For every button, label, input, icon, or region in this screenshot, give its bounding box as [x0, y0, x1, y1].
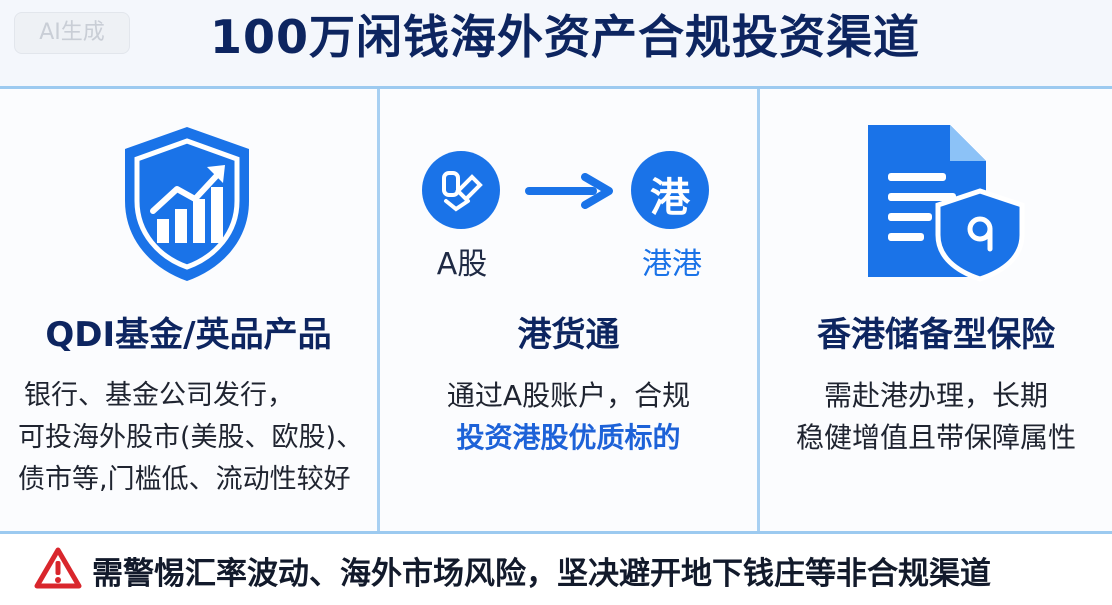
- channel-card-hk-insurance: 香港储备型保险 需赴港办理，长期 稳健增值且带保障属性: [760, 89, 1112, 531]
- description-line: 稳健增值且带保障属性: [795, 421, 1076, 454]
- warning-text: 需警惕汇率波动、海外市场风险，坚决避开地下钱庄等非合规渠道: [92, 556, 991, 592]
- description-line: 银行、基金公司发行，: [24, 380, 294, 411]
- description-line: 债市等,门槛低、流动性较好: [18, 464, 351, 495]
- card-title: QDI基金/英品产品: [45, 315, 332, 355]
- card-description: 通过A股账户，合规 投资港股优质标的: [380, 375, 757, 459]
- card-description: 银行、基金公司发行， 可投海外股市(美股、欧股)、 债市等,门槛低、流动性较好: [18, 375, 377, 501]
- description-line: 需赴港办理，长期: [823, 379, 1048, 412]
- channel-card-stock-connect: 港 A股 港港 港货通 通过A股账户，合规 投资港股优质标的: [380, 89, 757, 531]
- channel-cards: QDI基金/英品产品 银行、基金公司发行， 可投海外股市(美股、欧股)、 债市等…: [0, 86, 1112, 534]
- description-highlight: 投资港股优质标的: [456, 421, 681, 454]
- warning-triangle-icon: [34, 547, 82, 589]
- hong-kong-icon: 港: [631, 151, 709, 229]
- description-line: 通过A股账户，合规: [446, 379, 691, 412]
- channel-card-qdi: QDI基金/英品产品 银行、基金公司发行， 可投海外股市(美股、欧股)、 债市等…: [0, 89, 377, 531]
- description-line: 可投海外股市(美股、欧股)、: [18, 422, 364, 453]
- page-title: 100万闲钱海外资产合规投资渠道: [209, 10, 921, 64]
- card-title: 港货通: [517, 315, 620, 355]
- arrow-right-icon: [525, 173, 613, 209]
- card-title: 香港储备型保险: [817, 315, 1055, 355]
- shield-chart-icon: [125, 127, 249, 281]
- ai-generated-badge: AI生成: [14, 12, 130, 54]
- document-shield-icon: [868, 125, 1025, 282]
- column-divider: [377, 89, 380, 531]
- source-market-label: A股: [436, 247, 488, 282]
- target-market-label: 港港: [642, 247, 702, 282]
- column-divider: [757, 89, 760, 531]
- stock-account-icon: [422, 151, 500, 229]
- risk-warning: 需警惕汇率波动、海外市场风险，坚决避开地下钱庄等非合规渠道: [0, 534, 1112, 605]
- card-description: 需赴港办理，长期 稳健增值且带保障属性: [760, 375, 1112, 459]
